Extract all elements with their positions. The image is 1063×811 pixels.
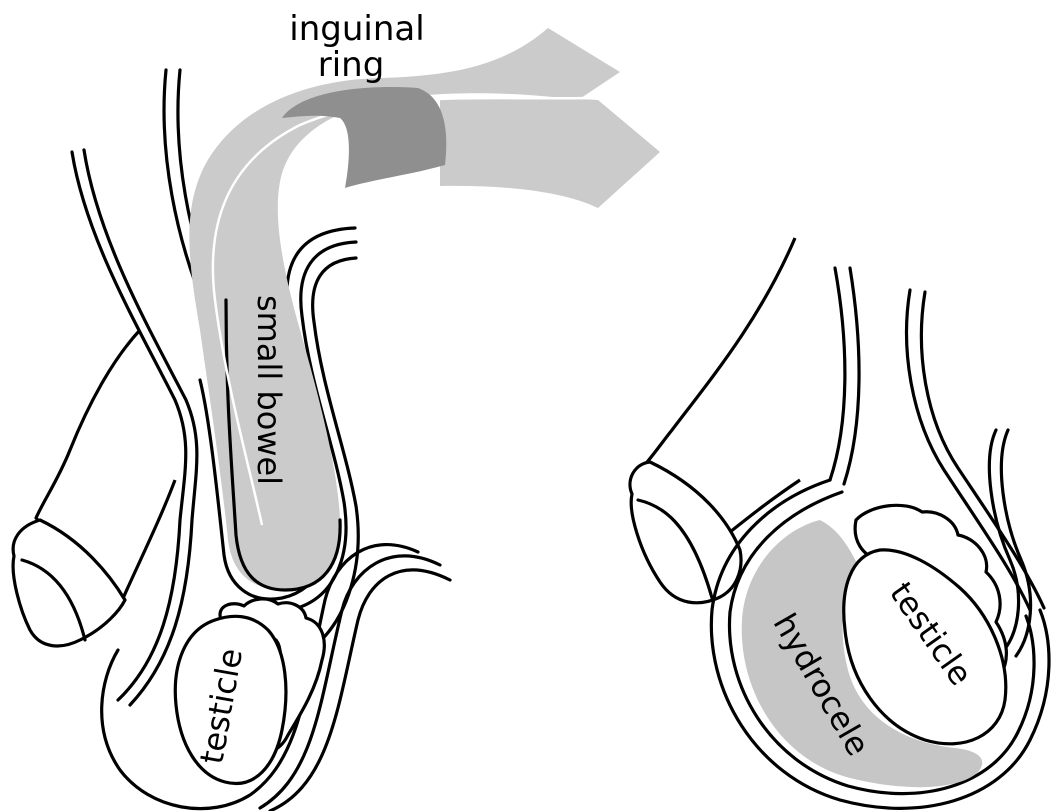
- inguinal-ring-band: [282, 87, 446, 188]
- inguinal-hernia-figure: [13, 28, 660, 811]
- small-bowel-loop: [440, 97, 660, 208]
- label-ring: ring: [318, 45, 385, 85]
- label-inguinal: inguinal: [289, 9, 424, 49]
- cord-right-a: [830, 268, 845, 480]
- label-small-bowel: small bowel: [250, 295, 288, 485]
